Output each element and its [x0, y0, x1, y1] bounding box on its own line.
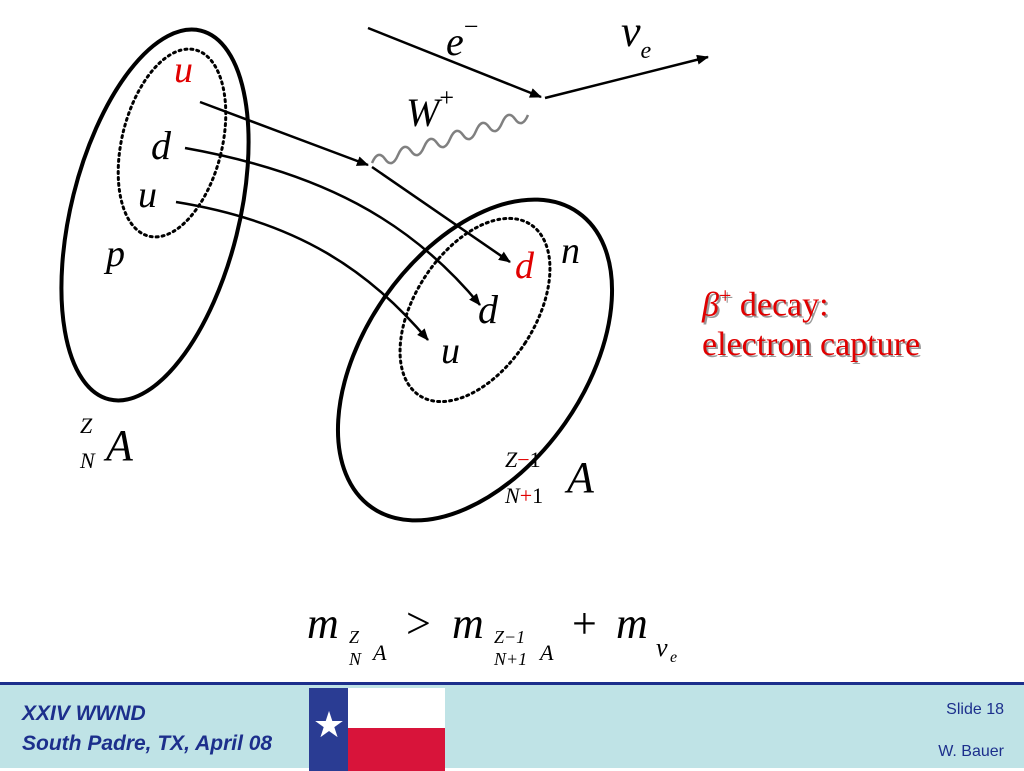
svg-text:Z−1: Z−1	[494, 627, 525, 647]
texas-flag: ★	[309, 688, 445, 771]
neutron-label: n	[561, 230, 580, 272]
svg-text:A: A	[371, 640, 387, 665]
neutron-quark-d: d	[478, 287, 499, 332]
svg-text:>: >	[406, 599, 431, 648]
conference-info: XXIV WWND South Padre, TX, April 08	[22, 699, 272, 759]
svg-text:N: N	[348, 649, 362, 669]
svg-text:N+1: N+1	[493, 649, 527, 669]
decay-title-line2: electron capture	[702, 326, 921, 364]
slide-footer: XXIV WWND South Padre, TX, April 08 ★ Sl…	[0, 682, 1024, 771]
mass-inequality-equation: m Z N A > m Z−1 N+1 A + m ν e	[307, 599, 677, 669]
neutron-dotted-ellipse	[398, 216, 552, 404]
svg-text:Z: Z	[349, 627, 360, 647]
daughter-nucleus-ellipse	[335, 197, 615, 523]
svg-text:m: m	[616, 599, 648, 648]
electron-label: e−	[446, 12, 478, 64]
flag-blue-band	[309, 688, 348, 771]
neutrino-label: νe	[621, 7, 652, 64]
daughter-n: N+1	[504, 483, 543, 508]
neutron-quark-u: u	[441, 330, 460, 372]
proton-quark-u-bottom: u	[138, 174, 157, 216]
flag-white-band	[348, 688, 445, 728]
parent-z: Z	[80, 413, 93, 438]
decay-title-line1: β+ decay:	[702, 283, 829, 324]
daughter-a: A	[564, 453, 595, 502]
w-boson-label: W+	[406, 83, 454, 135]
electron-arrow	[367, 26, 542, 99]
d-quark-arrow	[184, 146, 481, 306]
slide-number: Slide 18	[946, 701, 1004, 718]
parent-nucleus-ellipse	[59, 27, 251, 403]
parent-a: A	[103, 421, 134, 470]
conference-name: XXIV WWND	[22, 702, 146, 725]
beta-decay-diagram: u d u p n d d u e− νe W+ Z N A Z−1 N+1 A…	[59, 7, 709, 669]
author-name: W. Bauer	[938, 743, 1004, 760]
star-icon: ★	[312, 705, 346, 746]
daughter-z: Z−1	[505, 447, 541, 472]
w-boson-wavy	[370, 113, 530, 165]
svg-text:m: m	[307, 599, 339, 648]
svg-text:ν: ν	[656, 633, 668, 662]
proton-quark-u-top: u	[174, 49, 193, 91]
u-quark-arrow	[175, 200, 429, 341]
svg-text:+: +	[572, 599, 597, 648]
proton-quark-d: d	[151, 123, 172, 168]
neutrino-arrow	[544, 54, 709, 100]
vertex-to-d-arrow	[371, 165, 511, 264]
svg-text:e: e	[670, 649, 677, 666]
flag-red-band	[348, 728, 445, 771]
proton-label: p	[103, 233, 125, 275]
svg-text:m: m	[452, 599, 484, 648]
conference-location: South Padre, TX, April 08	[22, 732, 273, 755]
neutron-quark-d-top: d	[515, 245, 535, 287]
decay-title: β+ decay: electron capture	[702, 276, 920, 365]
svg-text:A: A	[538, 640, 554, 665]
parent-n: N	[79, 448, 96, 473]
proton-dotted-ellipse	[116, 47, 228, 239]
u-to-vertex-arrow	[199, 100, 369, 167]
